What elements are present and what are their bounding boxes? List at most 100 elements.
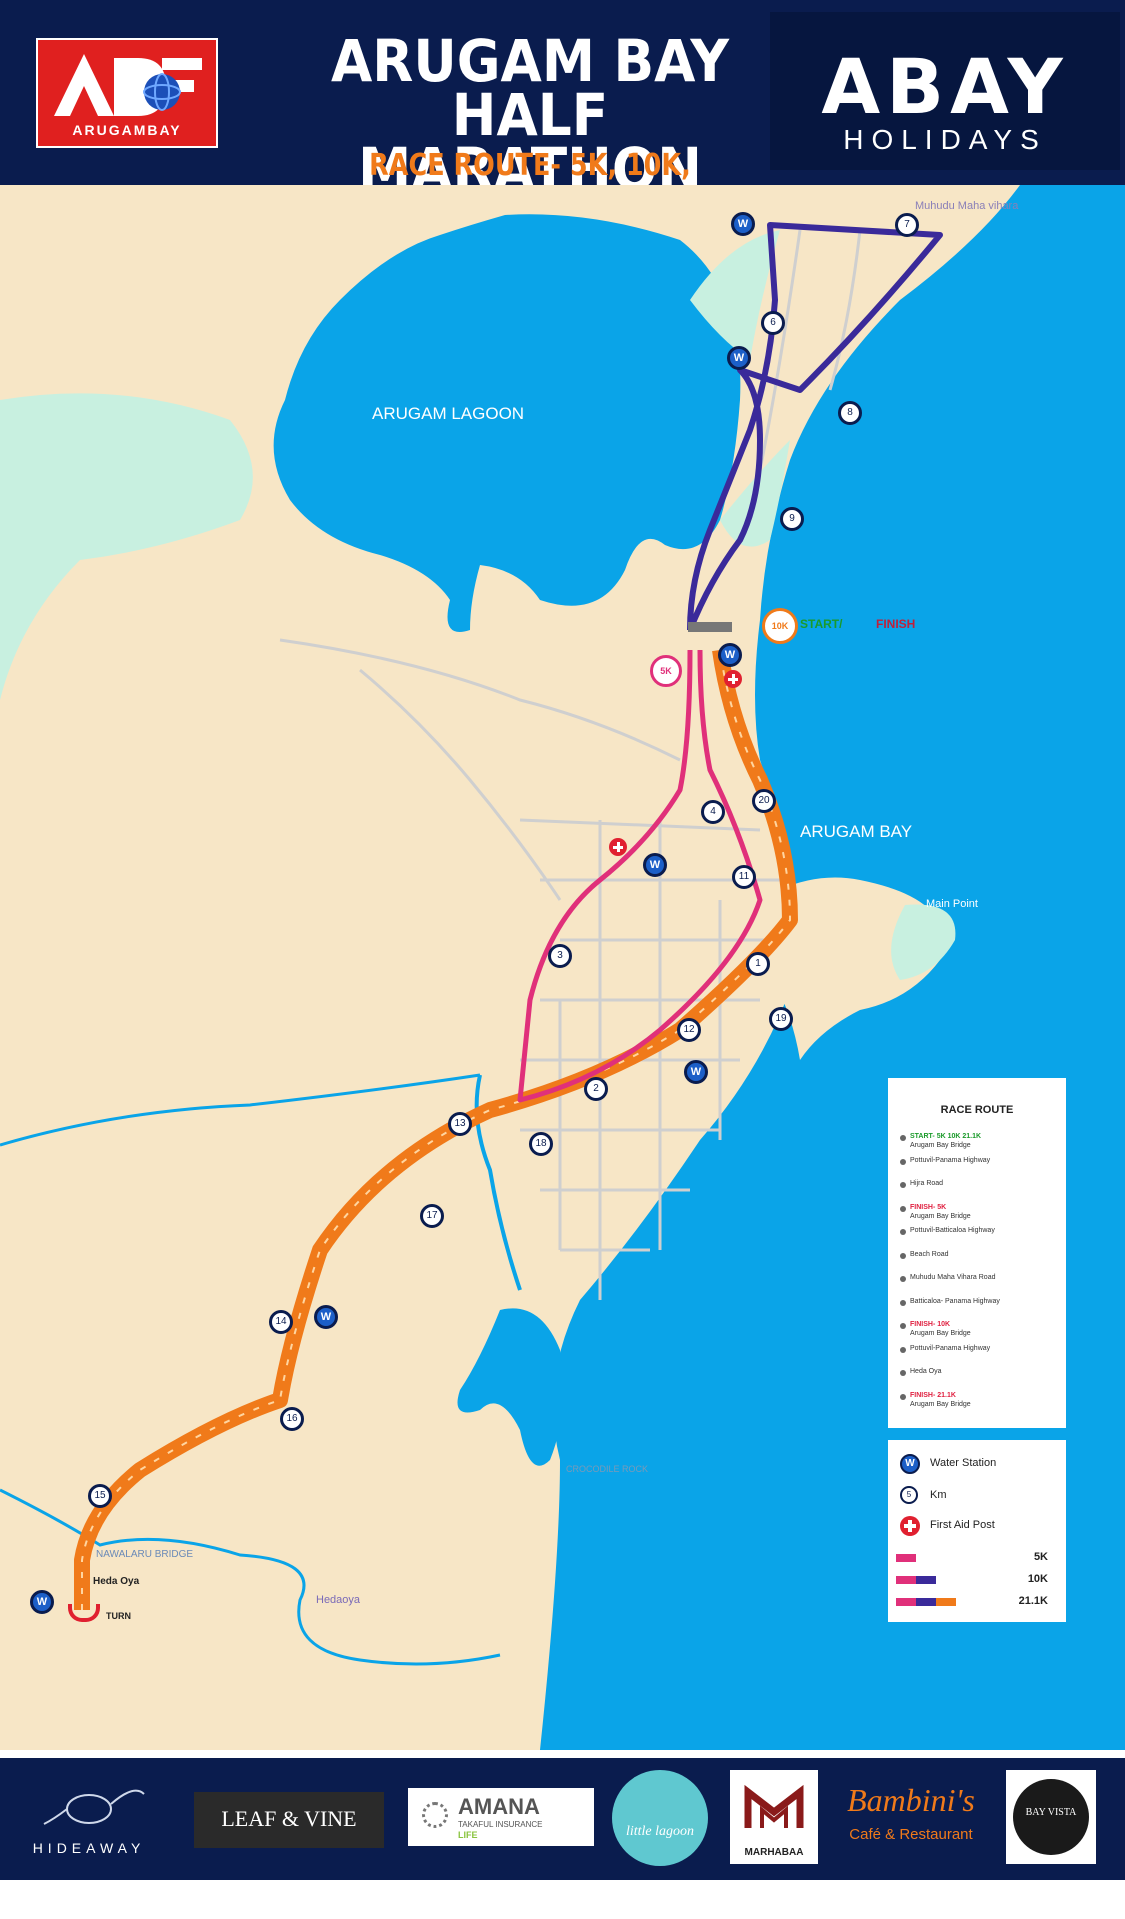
bayvista-text: BAY VISTA xyxy=(1025,1807,1077,1818)
21k-swatch-c xyxy=(936,1598,956,1606)
adf-logo: ARUGAMBAY xyxy=(36,38,218,148)
adf-logo-mark xyxy=(54,54,202,116)
route-10k xyxy=(687,222,943,632)
holidays-text: HOLIDAYS xyxy=(843,124,1047,155)
heda-oya-label: Heda Oya xyxy=(93,1576,140,1587)
crab-icon xyxy=(43,1789,145,1825)
leafvine-logo: LEAF & VINE xyxy=(194,1792,384,1848)
river-north xyxy=(0,1073,481,1147)
water-station-icon: W xyxy=(900,1454,920,1474)
little-lagoon-text: little lagoon xyxy=(625,1824,695,1839)
legend-bullet xyxy=(900,1276,906,1282)
21k-swatch-a xyxy=(896,1598,916,1606)
amana-sub: TAKAFUL INSURANCE xyxy=(458,1820,543,1829)
bambinis-sub: Café & Restaurant xyxy=(849,1826,973,1843)
km-marker: 20 xyxy=(752,789,776,813)
legend-bullet xyxy=(900,1135,906,1141)
5k-marker: 5K xyxy=(650,655,682,687)
crocodile-rock-label: CROCODILE ROCK xyxy=(566,1464,649,1474)
vihara-label: Muhudu Maha vihara xyxy=(915,200,1019,212)
legend-item-label: START- 5K 10K 21.1K xyxy=(910,1133,982,1140)
km-marker: 19 xyxy=(769,1007,793,1031)
start-label: START/ xyxy=(800,617,843,631)
key-km-label: Km xyxy=(930,1489,947,1501)
legend-item-sub: Arugam Bay Bridge xyxy=(910,1142,971,1149)
title-line1: ARUGAM BAY xyxy=(331,27,729,95)
bayvista-emblem-icon: BAY VISTA xyxy=(1013,1779,1089,1855)
km-marker: 18 xyxy=(529,1132,553,1156)
first-aid-icon xyxy=(724,670,742,688)
km-icon: 5 xyxy=(900,1486,918,1504)
legend-bullet xyxy=(900,1158,906,1165)
legend-bullet xyxy=(900,1346,906,1353)
legend-item-label: Muhudu Maha Vihara Road xyxy=(910,1274,996,1281)
key-first-aid-label: First Aid Post xyxy=(930,1519,995,1531)
legend-item-label: FINISH- 5K xyxy=(910,1203,947,1211)
water-station-icon: W xyxy=(718,643,742,667)
route-5k xyxy=(517,649,763,1103)
legend-bullet xyxy=(900,1299,906,1306)
legend-bullet xyxy=(900,1370,906,1376)
amana-emblem-icon xyxy=(422,1802,448,1828)
marhabaa-text: MARHABAA xyxy=(744,1847,804,1858)
km-marker: 2 xyxy=(584,1077,608,1101)
legend-bullet xyxy=(900,1229,906,1235)
water-station-icon: W xyxy=(314,1305,338,1329)
key-5k-label: 5K xyxy=(1033,1551,1048,1563)
river-south xyxy=(474,1074,522,1291)
legend-item-label: Pottuvil-Batticaloa Highway xyxy=(910,1227,995,1234)
legend-bullet xyxy=(900,1205,906,1212)
key-10k-label: 10K xyxy=(1027,1573,1048,1585)
km-marker: 15 xyxy=(88,1484,112,1508)
21k-swatch-b xyxy=(916,1598,936,1606)
abay-logo-text: ABAY xyxy=(821,42,1069,131)
nawalaru-bridge-label: NAWALARU BRIDGE xyxy=(96,1549,194,1560)
lagoon-label: ARUGAM LAGOON xyxy=(372,404,525,423)
km-marker: 1 xyxy=(746,952,770,976)
km-marker: 13 xyxy=(448,1112,472,1136)
leafvine-text: LEAF & VINE xyxy=(221,1806,357,1831)
legend-item-label: Hijra Road xyxy=(910,1180,944,1187)
water-station-icon: W xyxy=(643,853,667,877)
hideaway-text: HIDEAWAY xyxy=(32,1840,146,1856)
amana-life: LIFE xyxy=(458,1830,478,1840)
amana-text: AMANA xyxy=(458,1794,540,1819)
bay-label: ARUGAM BAY xyxy=(800,822,913,841)
km-marker: 8 xyxy=(838,401,862,425)
water-station-icon: W xyxy=(30,1590,54,1614)
km-marker: 14 xyxy=(269,1310,293,1334)
km-marker: 3 xyxy=(548,944,572,968)
arugam-lagoon xyxy=(273,214,741,633)
km-marker: 16 xyxy=(280,1407,304,1431)
start-marker: 10K xyxy=(762,608,798,644)
bambinis-logo: Bambini's Café & Restaurant xyxy=(836,1778,986,1858)
mangrove-west xyxy=(0,393,253,700)
marhabaa-emblem-icon xyxy=(744,1784,804,1828)
legend-title: RACE ROUTE xyxy=(940,1104,1014,1116)
key-21k-label: 21.1K xyxy=(1018,1595,1048,1607)
10k-swatch-a xyxy=(896,1576,916,1584)
route-21k-dashes xyxy=(81,649,792,1610)
key-water-label: Water Station xyxy=(930,1457,997,1469)
water-station-icon: W xyxy=(727,346,751,370)
5k-swatch xyxy=(896,1554,916,1562)
bambinis-text: Bambini's xyxy=(847,1782,975,1818)
first-aid-icon xyxy=(609,838,627,856)
10k-swatch-b xyxy=(916,1576,936,1584)
map-key: W Water Station 5 Km First Aid Post 5K 1… xyxy=(888,1440,1066,1622)
legend-item-label: Pottuvil-Panama Highway xyxy=(910,1344,991,1352)
marhabaa-logo: MARHABAA xyxy=(730,1770,818,1864)
legend-item-sub: Arugam Bay Bridge xyxy=(910,1330,971,1337)
footer-strip xyxy=(0,1880,1125,1919)
little-lagoon-logo: little lagoon xyxy=(612,1770,708,1866)
water-station-icon: W xyxy=(684,1060,708,1084)
hedaoya-label: Hedaoya xyxy=(316,1594,361,1606)
legend-item-sub: Arugam Bay Bridge xyxy=(910,1400,971,1408)
legend-bullet xyxy=(900,1393,906,1400)
legend-item-sub: Arugam Bay Bridge xyxy=(910,1212,971,1220)
south-lagoon xyxy=(457,1308,564,1466)
legend-item-label: Heda Oya xyxy=(910,1368,942,1375)
km-marker: 11 xyxy=(732,865,756,889)
legend-bullet xyxy=(900,1182,906,1188)
abay-holidays-logo: ABAY HOLIDAYS xyxy=(770,12,1120,170)
